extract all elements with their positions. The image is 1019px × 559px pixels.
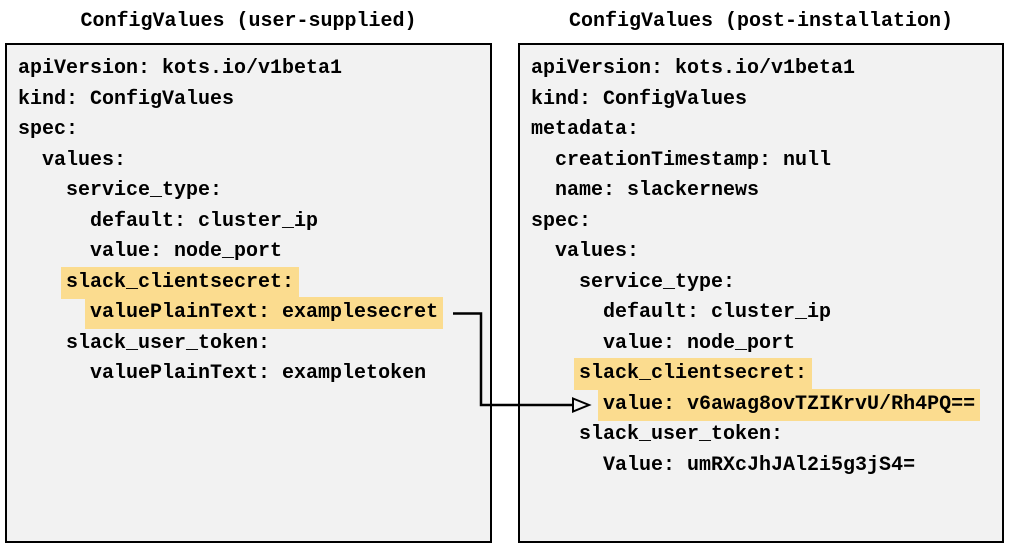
- code-indent: [18, 210, 90, 233]
- code-line: apiVersion: kots.io/v1beta1: [531, 54, 1002, 85]
- code-text: spec:: [18, 118, 79, 141]
- code-line: spec:: [18, 115, 490, 146]
- code-indent: [18, 240, 90, 263]
- code-text: slack_user_token:: [579, 423, 784, 446]
- code-line: slack_clientsecret:: [18, 266, 490, 299]
- panel-title-post-installation: ConfigValues (post-installation): [568, 10, 954, 33]
- code-indent: [531, 301, 603, 324]
- code-line: valuePlainText: exampletoken: [18, 359, 490, 390]
- code-line: default: cluster_ip: [531, 298, 1002, 329]
- code-text: name: slackernews: [555, 179, 760, 202]
- code-line: kind: ConfigValues: [18, 85, 490, 116]
- code-line: apiVersion: kots.io/v1beta1: [18, 54, 490, 85]
- code-text: default: cluster_ip: [90, 209, 319, 233]
- code-indent: [531, 240, 555, 263]
- code-text: values:: [42, 148, 127, 172]
- code-line: value: node_port: [18, 237, 490, 268]
- code-line: name: slackernews: [531, 176, 1002, 207]
- code-text: creationTimestamp: null: [555, 148, 832, 172]
- code-text: slack_clientsecret:: [574, 358, 813, 390]
- config-panel-post-installation: apiVersion: kots.io/v1beta1 kind: Config…: [518, 43, 1004, 543]
- code-line: service_type:: [531, 268, 1002, 299]
- code-indent: [18, 149, 42, 172]
- code-text: apiVersion: kots.io/v1beta1: [531, 57, 856, 80]
- code-indent: [18, 179, 66, 202]
- code-text: valuePlainText: exampletoken: [90, 362, 427, 385]
- code-line: creationTimestamp: null: [531, 146, 1002, 177]
- code-text: Value: umRXcJhJAl2i5g3jS4=: [603, 453, 916, 477]
- code-line: slack_clientsecret:: [531, 358, 1002, 390]
- code-indent: [18, 362, 90, 385]
- code-text: valuePlainText: examplesecret: [85, 297, 444, 329]
- code-indent: [531, 454, 603, 477]
- code-line: service_type:: [18, 176, 490, 207]
- code-indent: [531, 423, 579, 446]
- code-text: kind: ConfigValues: [531, 87, 748, 111]
- code-text: spec:: [531, 209, 592, 233]
- code-line: Value: umRXcJhJAl2i5g3jS4=: [531, 451, 1002, 482]
- code-line: spec:: [531, 207, 1002, 238]
- code-indent: [531, 393, 603, 416]
- code-line: metadata:: [531, 115, 1002, 146]
- code-indent: [18, 301, 90, 324]
- code-text: value: v6awag8ovTZIKrvU/Rh4PQ==: [598, 388, 981, 421]
- code-line: kind: ConfigValues: [531, 85, 1002, 116]
- code-indent: [18, 271, 66, 294]
- code-text: kind: ConfigValues: [18, 87, 235, 111]
- code-text: slack_user_token:: [66, 331, 271, 355]
- code-text: service_type:: [579, 270, 736, 294]
- code-indent: [531, 149, 555, 172]
- code-text: value: node_port: [603, 331, 796, 355]
- code-indent: [531, 271, 579, 294]
- code-line: slack_user_token:: [531, 420, 1002, 451]
- code-indent: [531, 179, 555, 202]
- code-indent: [531, 332, 603, 355]
- panel-title-user-supplied: ConfigValues (user-supplied): [80, 10, 417, 33]
- code-text: apiVersion: kots.io/v1beta1: [18, 57, 343, 80]
- code-line: valuePlainText: examplesecret: [18, 297, 490, 329]
- code-text: service_type:: [66, 179, 223, 202]
- config-panel-user-supplied: apiVersion: kots.io/v1beta1 kind: Config…: [5, 43, 492, 543]
- code-indent: [531, 362, 579, 385]
- code-text: default: cluster_ip: [603, 301, 832, 324]
- code-line: values:: [18, 146, 490, 177]
- code-line: values:: [531, 237, 1002, 268]
- code-text: slack_clientsecret:: [61, 266, 300, 299]
- code-line: value: v6awag8ovTZIKrvU/Rh4PQ==: [531, 388, 1002, 421]
- code-line: default: cluster_ip: [18, 207, 490, 238]
- code-text: value: node_port: [90, 240, 283, 263]
- code-text: values:: [555, 240, 640, 263]
- code-text: metadata:: [531, 118, 640, 141]
- code-line: slack_user_token:: [18, 329, 490, 360]
- code-line: value: node_port: [531, 329, 1002, 360]
- code-indent: [18, 332, 66, 355]
